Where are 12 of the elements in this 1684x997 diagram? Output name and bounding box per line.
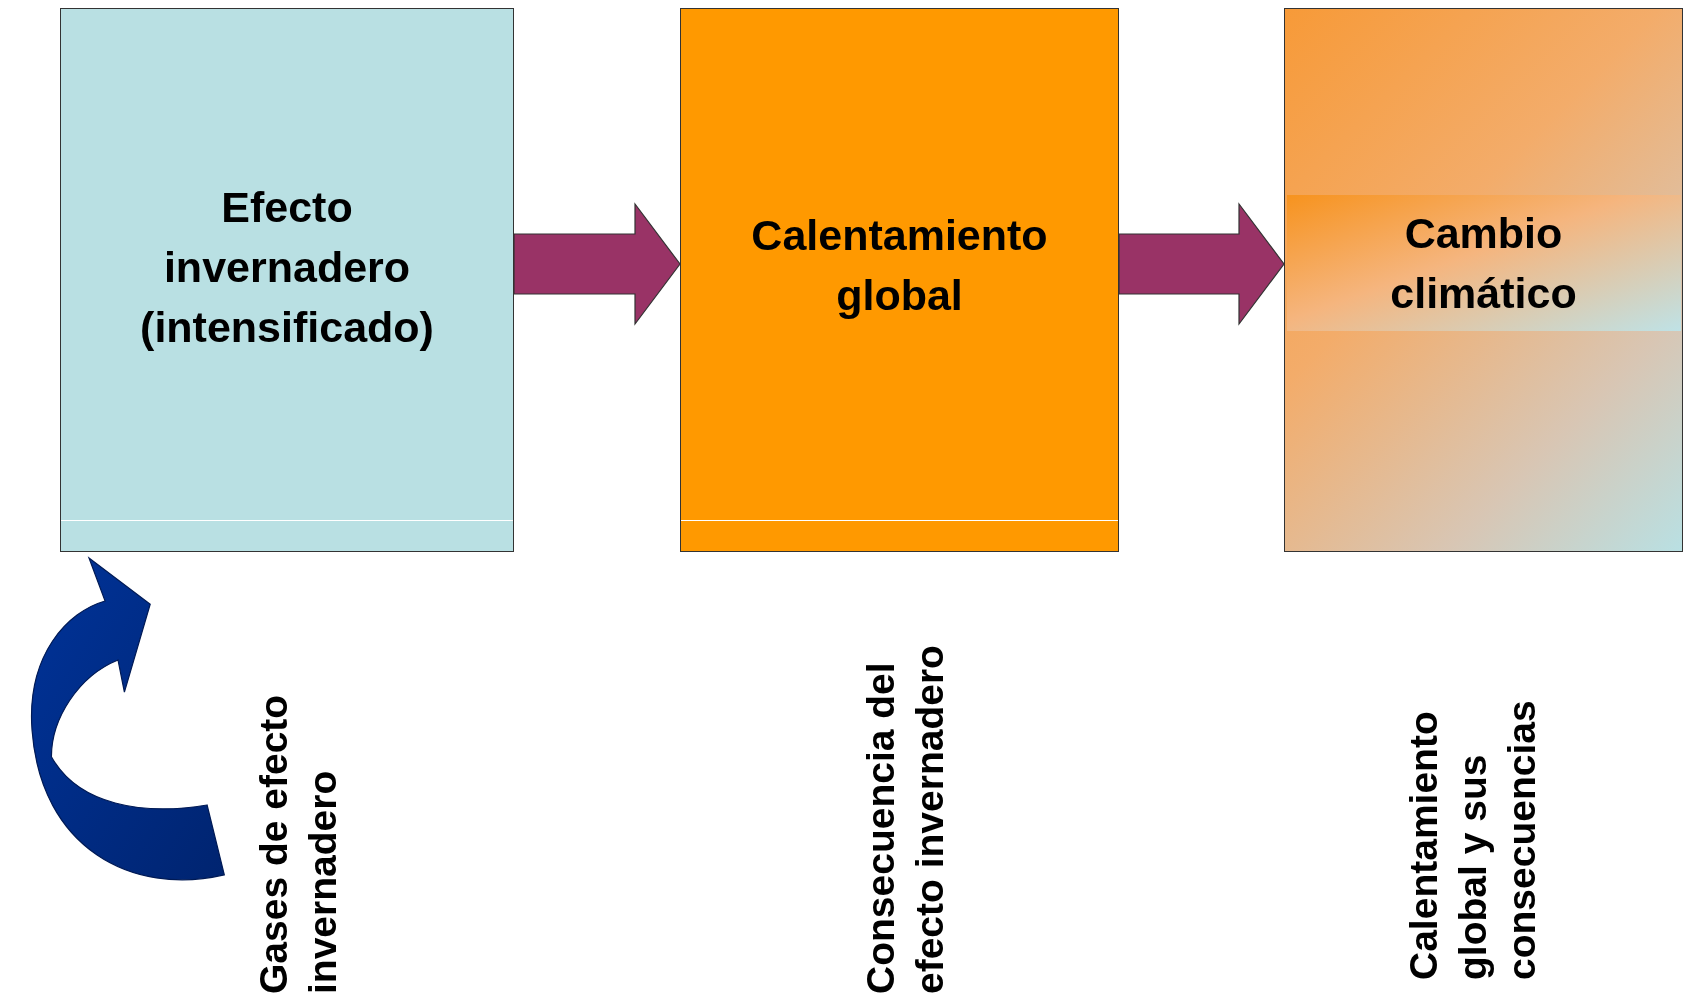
box-title: Calentamiento global	[750, 210, 1049, 322]
block-arrow	[513, 202, 681, 326]
gradient-box	[1284, 8, 1683, 552]
vertical-caption: Gases de efecto invernadero	[251, 693, 345, 994]
box-title: Efecto invernadero (intensificado)	[139, 182, 435, 354]
process-box	[680, 8, 1119, 552]
box-title: Cambio climático	[1286, 195, 1681, 332]
curved-arrow	[31, 557, 225, 881]
vertical-caption: Consecuencia del efecto invernadero	[858, 644, 952, 994]
vertical-caption: Calentamiento global y sus consecuencias	[1401, 699, 1544, 980]
block-arrow	[1118, 202, 1285, 326]
process-box	[60, 8, 514, 552]
